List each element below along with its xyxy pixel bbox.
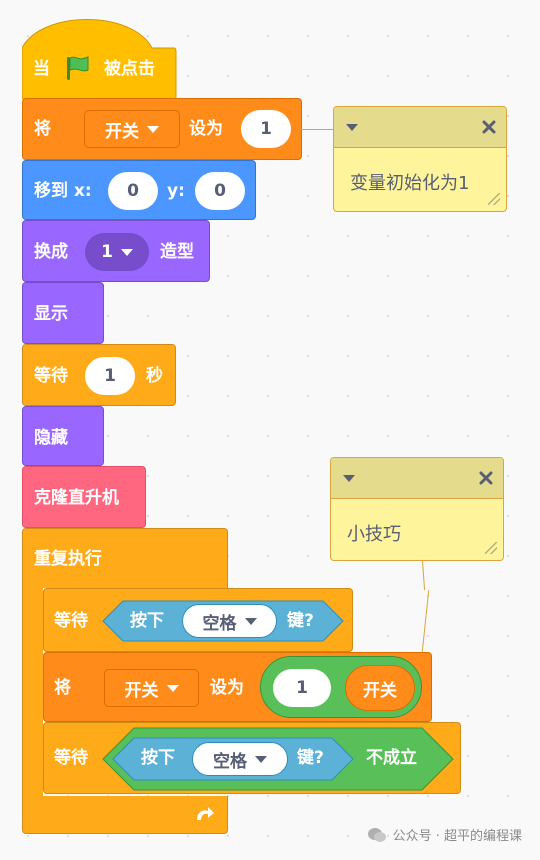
hat-shape [22,19,177,101]
chevron-down-icon [255,755,267,763]
costume-suffix-label: 造型 [160,242,194,262]
forever-label: 重复执行 [34,549,102,569]
not-label: 不成立 [366,748,417,768]
resize-grip-icon[interactable] [488,193,500,205]
note-connector [300,129,334,130]
comment-note[interactable]: 变量初始化为1 [333,106,507,212]
hide-label: 隐藏 [34,428,68,448]
value-input[interactable]: 1 [241,110,291,148]
clone-helicopter-block[interactable]: 克隆直升机 [22,466,146,528]
not-key-name: 空格 [213,751,247,772]
costume-value: 1 [101,242,113,262]
when-label: 当 [33,59,50,79]
clone-label: 克隆直升机 [34,488,119,508]
variable-reporter[interactable]: 开关 [345,665,415,711]
wait-label: 等待 [34,366,68,386]
toggle-set-label: 将 [54,678,71,698]
y-input[interactable]: 0 [195,172,245,210]
x-input[interactable]: 0 [108,172,158,210]
set-label: 将 [34,119,51,139]
key-dropdown[interactable]: 空格 [182,604,277,638]
variable-name: 开关 [105,121,139,142]
wait-until-label: 等待 [54,611,88,631]
switch-costume-block[interactable]: 换成 1 造型 [22,220,210,282]
variable-dropdown[interactable]: 开关 [84,110,180,148]
key-suffix-label: 键? [287,611,314,631]
show-label: 显示 [34,304,68,324]
seconds-input[interactable]: 1 [85,357,135,395]
collapse-icon[interactable] [346,124,358,131]
wait-until-key-block[interactable]: 等待 按下 空格 键? [43,588,353,652]
key-pressed-label: 按下 [130,611,164,631]
watermark: 公众号 · 超平的编程课 [367,825,522,844]
toggle-variable-dropdown[interactable]: 开关 [104,669,199,707]
operand-one-input[interactable]: 1 [273,669,331,707]
costume-dropdown[interactable]: 1 [85,233,149,271]
collapse-icon[interactable] [343,475,355,482]
note-connector [421,590,430,652]
resize-grip-icon[interactable] [485,542,497,554]
note-header[interactable] [334,107,506,148]
hide-block[interactable]: 隐藏 [22,406,104,466]
chevron-down-icon [244,617,257,625]
key-name: 空格 [202,613,237,634]
comment-note[interactable]: 小技巧 [330,457,504,561]
note-connector [421,560,426,590]
close-icon[interactable] [479,471,493,485]
wait-seconds-block[interactable]: 等待 1 秒 [22,344,176,406]
go-to-xy-block[interactable]: 移到 x: 0 y: 0 [22,160,256,220]
not-key-dropdown[interactable]: 空格 [192,742,288,776]
chevron-down-icon [120,248,133,256]
toggle-variable-name: 开关 [124,680,159,701]
switch-label: 换成 [34,242,68,262]
note-text[interactable]: 变量初始化为1 [350,173,470,194]
clicked-label: 被点击 [104,59,155,79]
forever-bottom-arm [22,796,228,834]
goto-x-label: 移到 x: [34,181,92,201]
toggle-to-label: 设为 [210,678,244,698]
close-icon[interactable] [482,120,496,134]
not-key-pressed-label: 按下 [141,748,175,768]
set-variable-block[interactable]: 将 开关 设为 1 [22,98,302,160]
wechat-icon [367,827,386,842]
forever-left-arm [22,587,43,797]
chevron-down-icon [147,125,159,133]
loop-arrow-icon [197,807,214,820]
y-label: y: [167,181,185,201]
show-block[interactable]: 显示 [22,282,104,344]
green-flag-icon [67,56,89,80]
subtract-operator[interactable]: 1 - 开关 [260,656,422,718]
seconds-unit-label: 秒 [146,366,163,386]
wait-until-not-label: 等待 [54,748,88,768]
forever-top-arm: 重复执行 [22,528,228,588]
note-header[interactable] [331,458,503,499]
watermark-text: 公众号 · 超平的编程课 [392,829,522,844]
note-text[interactable]: 小技巧 [347,524,401,545]
chevron-down-icon [166,684,179,692]
toggle-variable-block[interactable]: 将 开关 设为 1 - 开关 [43,652,432,722]
wait-until-not-block[interactable]: 等待 按下 空格 键? 不成立 [43,722,461,794]
set-to-label: 设为 [189,119,223,139]
not-key-suffix-label: 键? [297,748,324,768]
